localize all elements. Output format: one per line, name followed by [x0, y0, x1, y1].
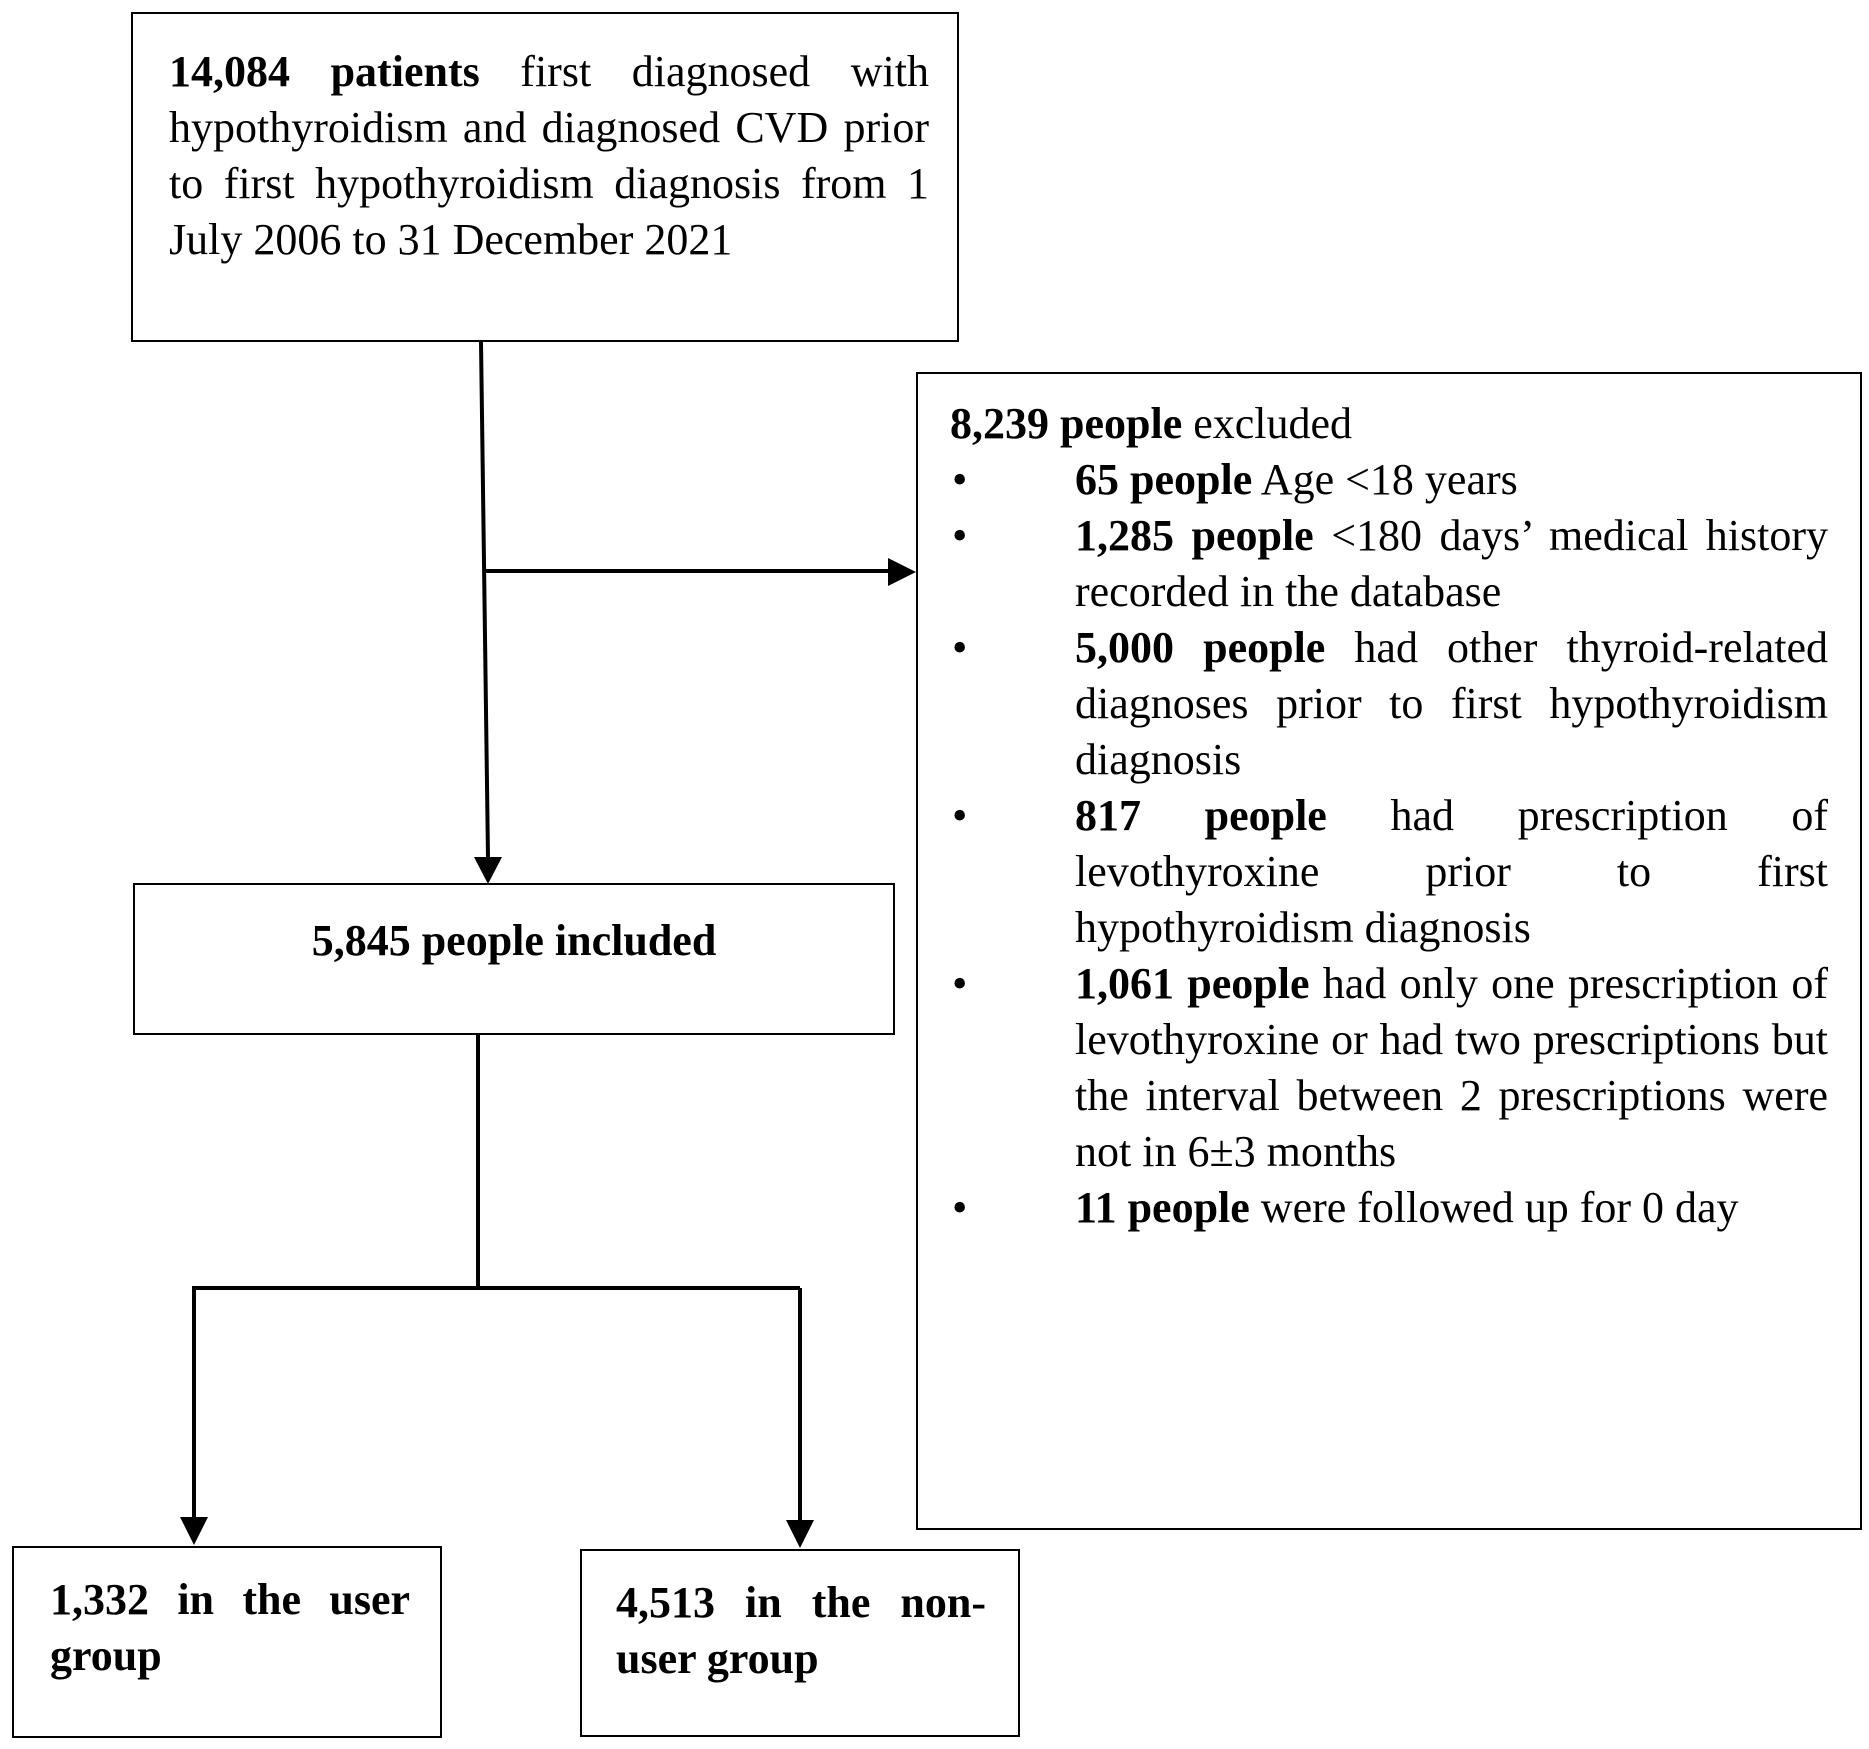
start-count: 14,084 patients: [169, 47, 480, 96]
exclusion-item: • 817 people had prescription of levothyr…: [918, 788, 1860, 956]
arrow-to-excluded: [888, 558, 916, 586]
exclusion-reason: had other thyroid-related diagnoses prio…: [1075, 623, 1828, 784]
arrow-to-included: [474, 857, 502, 884]
user-group-text: 1,332 in the user group: [50, 1575, 410, 1680]
included-box: 5,845 people included: [133, 883, 895, 1035]
exclusion-count: 1,285 people: [1075, 511, 1314, 560]
exclusion-count: 5,000 people: [1075, 623, 1326, 672]
nonuser-group-box: 4,513 in the non-user group: [580, 1549, 1020, 1737]
included-text: 5,845 people included: [311, 916, 717, 965]
bullet-icon: •: [952, 791, 968, 840]
bullet-icon: •: [952, 455, 968, 504]
excluded-heading: 8,239 people excluded: [950, 396, 1352, 452]
exclusion-item: • 1,061 people had only one prescription …: [918, 956, 1860, 1180]
exclusion-item: • 5,000 people had other thyroid-related …: [918, 620, 1860, 788]
exclusion-item: • 65 people Age <18 years: [918, 452, 1860, 508]
exclusion-reason: had only one prescription of levothyroxi…: [1075, 959, 1828, 1176]
exclusion-reason: Age <18 years: [1252, 455, 1518, 504]
bullet-icon: •: [952, 511, 968, 560]
exclusion-list: • 65 people Age <18 years • 1,285 people <…: [918, 452, 1860, 1236]
connector-start-to-included: [479, 341, 490, 859]
exclusion-count: 11 people: [1075, 1183, 1250, 1232]
exclusion-count: 1,061 people: [1075, 959, 1310, 1008]
exclusion-reason: had prescription of levothyroxine prior …: [1075, 791, 1829, 952]
exclusion-item: • 1,285 people <180 days’ medical history…: [918, 508, 1860, 620]
exclusion-reason: <180 days’ medical history recorded in t…: [1075, 511, 1828, 616]
start-description: first diagnosed with hypothyroidism and …: [169, 47, 929, 264]
exclusion-count: 65 people: [1075, 455, 1253, 504]
arrow-to-user: [180, 1517, 208, 1545]
exclusion-reason: were followed up for 0 day: [1249, 1183, 1739, 1232]
start-population-text: 14,084 patients first diagnosed with hyp…: [169, 44, 929, 268]
exclusion-item: • 11 people were followed up for 0 day: [918, 1180, 1860, 1236]
excluded-label: excluded: [1182, 399, 1353, 448]
exclusion-count: 817 people: [1075, 791, 1327, 840]
bullet-icon: •: [952, 959, 968, 1008]
start-population-box: 14,084 patients first diagnosed with hyp…: [131, 12, 959, 342]
arrow-to-nonuser: [786, 1520, 814, 1548]
user-group-box: 1,332 in the user group: [12, 1546, 442, 1738]
bullet-icon: •: [952, 1183, 968, 1232]
excluded-count: 8,239 people: [950, 399, 1183, 448]
excluded-box: 8,239 people excluded • 65 people Age <18…: [916, 372, 1862, 1530]
nonuser-group-text: 4,513 in the non-user group: [616, 1578, 986, 1683]
bullet-icon: •: [952, 623, 968, 672]
